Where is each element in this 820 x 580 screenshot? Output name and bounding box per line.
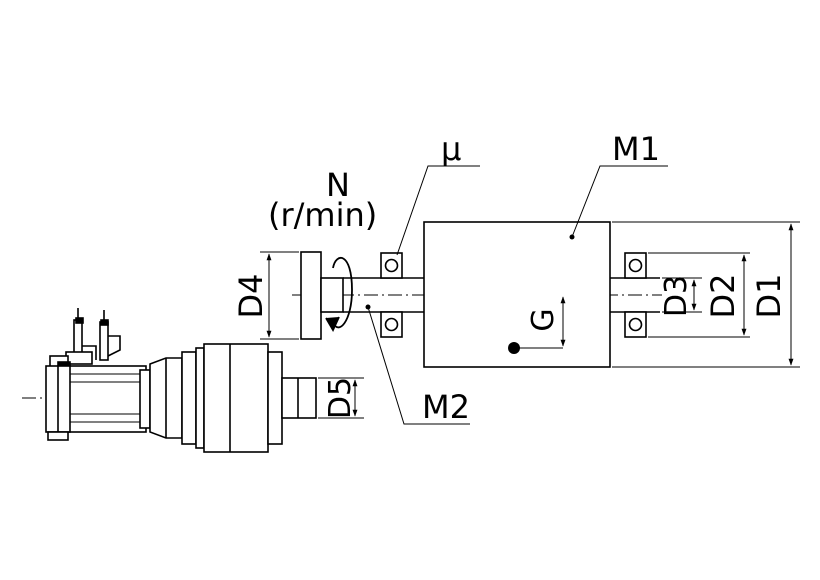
bearing-left [380, 252, 403, 338]
label-g: G [526, 308, 561, 331]
label-d4: D4 [232, 274, 270, 319]
label-mu: μ [441, 130, 461, 168]
dimension-lines [260, 221, 800, 419]
label-d2: D2 [704, 274, 742, 319]
label-speed-unit: (r/min) [268, 196, 377, 234]
bearing-right [624, 252, 647, 338]
rotation-arrow [325, 257, 353, 332]
servo-motor [45, 308, 317, 453]
label-d3: D3 [659, 275, 694, 317]
label-m2: M2 [422, 388, 470, 426]
gravity-center [508, 296, 566, 354]
label-d5: D5 [323, 377, 358, 419]
label-m1: M1 [612, 130, 660, 168]
leader-lines [367, 165, 668, 425]
label-speed-n: N [326, 166, 350, 204]
flange-pulley [300, 251, 344, 340]
label-d1: D1 [750, 274, 788, 319]
